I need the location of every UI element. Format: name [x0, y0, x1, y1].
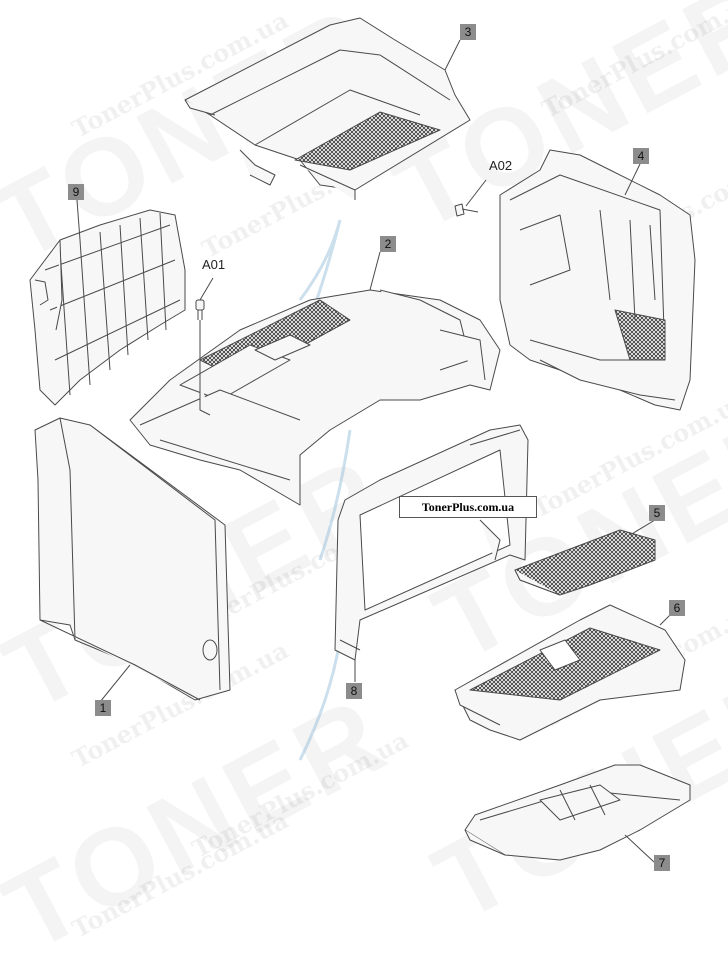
callout-6: 6 — [669, 600, 685, 616]
callout-4: 4 — [633, 148, 649, 164]
leader-lines — [76, 39, 676, 863]
callout-2: 2 — [380, 236, 396, 252]
leader-3 — [444, 39, 461, 71]
part-3-top-cover — [184, 17, 471, 200]
site-banner: TonerPlus.com.ua — [399, 496, 537, 518]
leader-5 — [629, 519, 656, 536]
callout-8: 8 — [346, 683, 362, 699]
parts-drawing — [29, 17, 696, 863]
callout-3: 3 — [460, 24, 476, 40]
leader-4 — [624, 163, 641, 196]
part-6-output-tray — [454, 604, 686, 741]
watermark-swoosh-2 — [318, 429, 352, 561]
callout-5: 5 — [649, 505, 665, 521]
screw-a01 — [195, 299, 205, 320]
callout-1: 1 — [95, 700, 111, 716]
part-4-right-cover — [499, 149, 696, 411]
callout-7: 7 — [654, 855, 670, 871]
leader-a02 — [465, 179, 487, 207]
part-8-front-door — [334, 424, 529, 661]
leader-2 — [369, 251, 381, 291]
callout-a02: A02 — [489, 158, 513, 173]
leader-a01 — [199, 277, 214, 301]
leader-7 — [624, 834, 655, 863]
part-9-rear-door — [29, 209, 186, 406]
part-7-input-tray — [464, 764, 691, 861]
part-5-mesh-plate — [514, 529, 656, 596]
screw-a02 — [454, 203, 479, 217]
part-1-left-cover — [34, 417, 231, 701]
leader-9 — [76, 199, 81, 241]
callout-a01: A01 — [202, 257, 226, 272]
watermark-swoosh-3 — [298, 639, 342, 761]
callout-9: 9 — [68, 184, 84, 200]
part-2-main-frame — [129, 289, 501, 506]
leader-1 — [99, 664, 131, 703]
